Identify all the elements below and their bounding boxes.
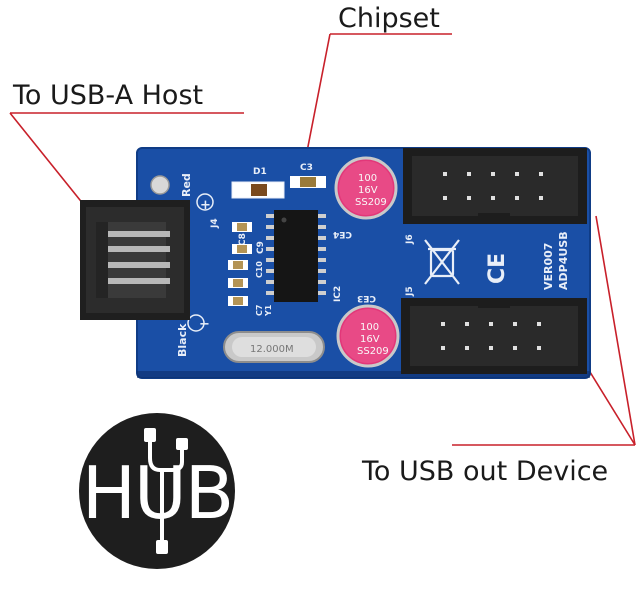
silk-red: Red — [180, 173, 193, 197]
silk-plus: + — [200, 198, 211, 213]
mounting-hole-top-left — [150, 175, 170, 195]
silk-d1: D1 — [253, 167, 267, 177]
silk-c10: C10 — [255, 261, 264, 278]
hub-logo: HUB — [79, 413, 235, 569]
cap-bottom-line2: 16V — [360, 334, 380, 345]
cap-bottom-line3: SS209 — [357, 346, 389, 357]
silk-ce3: CE3 — [357, 293, 376, 303]
capacitor-top — [334, 156, 398, 220]
silk-c7: C7 — [255, 305, 264, 316]
silk-ce4: CE4 — [333, 229, 352, 239]
device-leader-top — [595, 215, 636, 446]
weee-bin-icon — [424, 239, 460, 285]
usb-a-host-label: To USB-A Host — [13, 80, 204, 111]
pcb-edge-shadow — [137, 371, 590, 378]
silk-minus: − — [199, 317, 210, 332]
capacitor-bottom — [336, 304, 400, 368]
silk-black: Black — [176, 323, 189, 357]
silk-j5: J5 — [405, 286, 415, 297]
silk-j6: J6 — [405, 234, 415, 245]
header-j6 — [403, 148, 587, 224]
silk-j4: J4 — [210, 218, 220, 229]
silk-c3: C3 — [300, 163, 313, 173]
silk-model: ADP4USB — [557, 231, 570, 290]
hub-logo-text: HUB — [82, 451, 232, 535]
cap-c3-body — [300, 177, 316, 187]
mounting-hole-top-right — [196, 193, 214, 211]
silk-y1: Y1 — [264, 304, 273, 317]
diode-d1 — [231, 181, 285, 199]
silk-c9: C9 — [256, 241, 266, 254]
cap-top-line2: 16V — [358, 185, 378, 196]
silk-c8: C8 — [238, 233, 248, 246]
cap-top-line3: SS209 — [355, 197, 387, 208]
usb-out-device-label: To USB out Device — [362, 456, 609, 487]
usb-cable-icon — [148, 438, 184, 547]
host-leader — [9, 112, 89, 211]
host-connector — [80, 200, 190, 320]
crystal-label: 12.000M — [250, 344, 294, 355]
silk-ic2: IC2 — [333, 286, 343, 302]
ce-mark-icon: CE — [485, 253, 510, 284]
crystal-oscillator — [223, 331, 325, 363]
header-j5 — [401, 298, 587, 374]
chipset-label: Chipset — [338, 3, 440, 34]
cap-bottom-line1: 100 — [360, 322, 379, 333]
silk-ver: VER007 — [542, 243, 555, 290]
mounting-hole-bottom-left — [187, 314, 205, 332]
smd-caps — [228, 222, 252, 306]
chipset-ic — [266, 210, 326, 302]
cap-top-line1: 100 — [358, 173, 377, 184]
leader-lines — [9, 33, 636, 446]
device-leader-bottom — [589, 371, 636, 446]
